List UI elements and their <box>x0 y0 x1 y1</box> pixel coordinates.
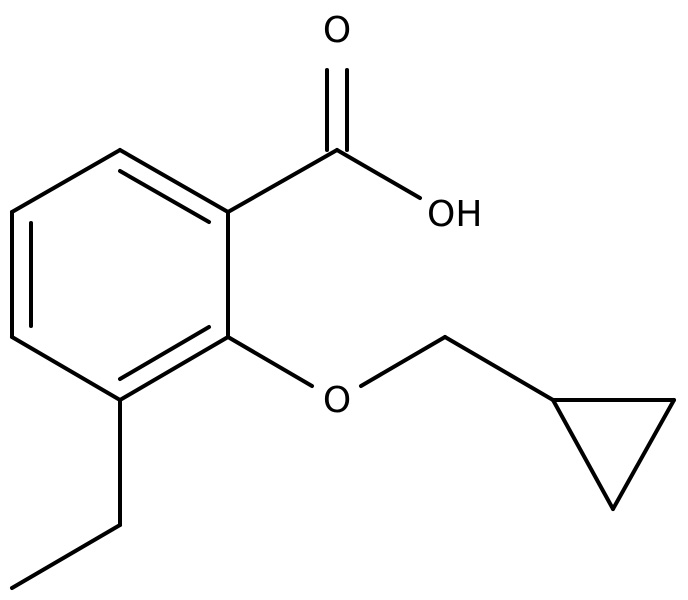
bond-ring-to-ether-oxygen <box>226 335 314 388</box>
cyclopropyl-bond-c <box>551 398 615 511</box>
ring-bond-c5-c6 <box>118 335 230 402</box>
atom-label-group: O OH O <box>323 10 483 421</box>
ring-bond-c2-c3 <box>10 148 122 214</box>
ring-bond-c1-c2 <box>118 148 230 214</box>
bond-ch2-to-cyclopropyl <box>443 335 555 402</box>
bond-group <box>10 68 676 590</box>
cyclopropyl-bond-b <box>611 398 676 511</box>
atom-label-oh-acid: OH <box>427 194 482 235</box>
ring-bond-c1-c2-inner <box>118 169 211 224</box>
atom-label-o-carbonyl: O <box>323 10 351 51</box>
ring-bond-c4-c5 <box>10 335 122 402</box>
atom-label-o-ether: O <box>323 380 351 421</box>
bond-ether-oxygen-to-ch2 <box>359 335 447 388</box>
bond-ring-to-carboxyl <box>226 148 339 214</box>
bond-carboxyl-to-hydroxyl <box>335 148 422 200</box>
bond-ethyl-ch2-to-ch3 <box>10 523 122 590</box>
ring-bond-c5-c6-inner <box>118 325 211 381</box>
